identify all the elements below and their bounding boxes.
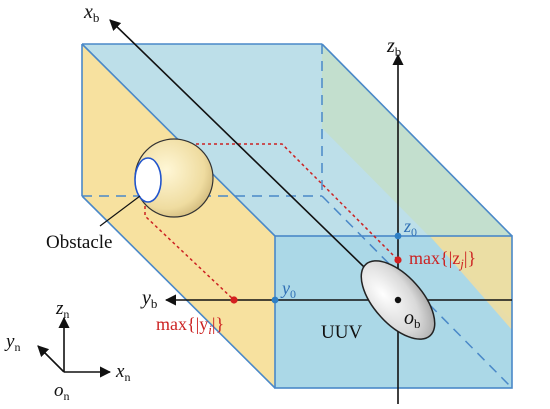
label-ob: ob (404, 307, 421, 331)
label-obstacle: Obstacle (46, 232, 112, 253)
label-uuv: UUV (321, 322, 362, 343)
projection-lines (144, 143, 399, 301)
obstacle-pointer (99, 195, 141, 227)
inertial-frame (37, 316, 112, 378)
point-y0 (271, 296, 279, 304)
label-on: on (54, 380, 70, 403)
xb-axis (109, 19, 399, 301)
label-max-z: max{|zj|} (409, 248, 476, 271)
label-zn: zn (55, 298, 69, 321)
label-y0: y0 (280, 278, 296, 301)
label-yb: yb (140, 287, 157, 311)
point-z0 (394, 232, 402, 240)
box-edges (81, 43, 513, 389)
point-max-y (230, 296, 238, 304)
label-xb: xb (83, 1, 99, 25)
origin-ob-point (394, 296, 402, 304)
label-zb: zb (386, 35, 401, 59)
label-xn: xn (115, 361, 130, 384)
label-yn: yn (4, 331, 20, 354)
box-right-yellow-tint (430, 236, 512, 330)
label-z0: z0 (403, 216, 417, 239)
obstacle-sphere (134, 138, 214, 218)
label-max-y: max{|yi|} (156, 314, 224, 337)
point-max-z (394, 256, 402, 264)
